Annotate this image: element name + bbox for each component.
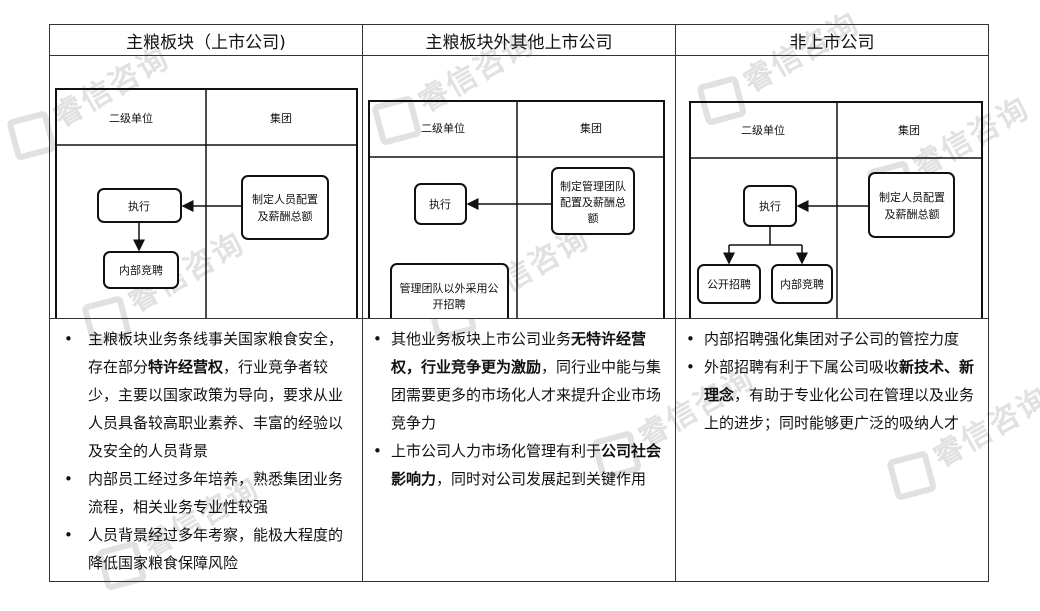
process-box-label: 内部竞聘 [780, 277, 824, 291]
lane-label: 集团 [270, 111, 292, 125]
process-box-label: 执行 [128, 199, 150, 213]
process-box [551, 167, 635, 235]
process-box-label: 配置及薪酬总 [560, 195, 626, 209]
column-header: 主粮板块（上市公司) [49, 24, 363, 56]
lane-label: 集团 [580, 121, 602, 135]
bullet-list: 其他业务板块上市公司业务无特许经营权，行业竞争更为激励，同行业中能与集团需要更多… [373, 325, 665, 493]
explanation-cell: 主粮板块业务条线事关国家粮食安全，存在部分特许经营权，行业竞争者较少，主要以国家… [49, 318, 363, 582]
column-header: 主粮板块外其他上市公司 [362, 24, 676, 56]
process-box-label: 及薪酬总额 [885, 207, 940, 221]
lane-label: 二级单位 [421, 121, 465, 135]
flow-diagram: 二级单位 集团 执行 管理团队以外采用公 开招聘 制定管理团队 配置及薪酬总 额 [368, 100, 665, 318]
process-box [241, 175, 329, 240]
bullet-item: 上市公司人力市场化管理有利于公司社会影响力，同时对公司发展起到关键作用 [373, 437, 665, 493]
process-box-label: 公开招聘 [707, 277, 751, 291]
explanation-cell: 其他业务板块上市公司业务无特许经营权，行业竞争更为激励，同行业中能与集团需要更多… [362, 318, 676, 582]
bullet-item: 外部招聘有利于下属公司吸收新技术、新理念，有助于专业化公司在管理以及业务上的进步… [686, 353, 978, 437]
process-box-label: 及薪酬总额 [258, 209, 313, 223]
flow-diagram-cell: 二级单位 集团 执行 公开招聘 内部竞聘 制定人员配置 及薪酬总额 [675, 55, 989, 319]
bullet-list: 主粮板块业务条线事关国家粮食安全，存在部分特许经营权，行业竞争者较少，主要以国家… [60, 325, 352, 577]
process-box-label: 管理团队以外采用公 [400, 281, 499, 295]
process-box-label: 制定管理团队 [560, 179, 626, 193]
lane-label: 二级单位 [109, 111, 153, 125]
explanation-cell: 内部招聘强化集团对子公司的管控力度 外部招聘有利于下属公司吸收新技术、新理念，有… [675, 318, 989, 582]
flow-diagram-cell: 二级单位 集团 执行 内部竞聘 制定人员配置 及薪酬总额 [49, 55, 363, 319]
process-box-label: 内部竞聘 [119, 263, 163, 277]
flow-diagram-cell: 二级单位 集团 执行 管理团队以外采用公 开招聘 制定管理团队 配置及薪酬总 额 [362, 55, 676, 319]
bullet-item: 人员背景经过多年考察，能极大程度的降低国家粮食保障风险 [60, 521, 352, 577]
process-box-label: 执行 [429, 197, 451, 211]
process-box [771, 264, 833, 304]
comparison-table: 主粮板块（上市公司) 主粮板块外其他上市公司 非上市公司 二级单位 集团 执行 … [49, 24, 989, 582]
process-box-label: 开招聘 [433, 297, 466, 311]
swimlane-frame [689, 101, 983, 318]
bullet-list: 内部招聘强化集团对子公司的管控力度 外部招聘有利于下属公司吸收新技术、新理念，有… [686, 325, 978, 437]
process-box [103, 251, 179, 289]
process-box [390, 263, 509, 318]
column-header: 非上市公司 [675, 24, 989, 56]
bullet-item: 内部员工经过多年培养，熟悉集团业务流程，相关业务专业性较强 [60, 465, 352, 521]
process-box-label: 额 [588, 212, 599, 225]
process-box-label: 执行 [759, 199, 781, 213]
lane-label: 二级单位 [741, 123, 785, 137]
bullet-item: 其他业务板块上市公司业务无特许经营权，行业竞争更为激励，同行业中能与集团需要更多… [373, 325, 665, 437]
flow-diagram: 二级单位 集团 执行 内部竞聘 制定人员配置 及薪酬总额 [55, 88, 358, 318]
process-box [697, 264, 761, 304]
process-box-label: 制定人员配置 [252, 192, 318, 206]
bullet-item: 内部招聘强化集团对子公司的管控力度 [686, 325, 978, 353]
flow-diagram: 二级单位 集团 执行 公开招聘 内部竞聘 制定人员配置 及薪酬总额 [689, 101, 983, 318]
bullet-item: 主粮板块业务条线事关国家粮食安全，存在部分特许经营权，行业竞争者较少，主要以国家… [60, 325, 352, 465]
process-box [414, 183, 467, 225]
process-box [868, 172, 955, 238]
process-box-label: 制定人员配置 [879, 190, 945, 204]
lane-label: 集团 [898, 123, 920, 137]
